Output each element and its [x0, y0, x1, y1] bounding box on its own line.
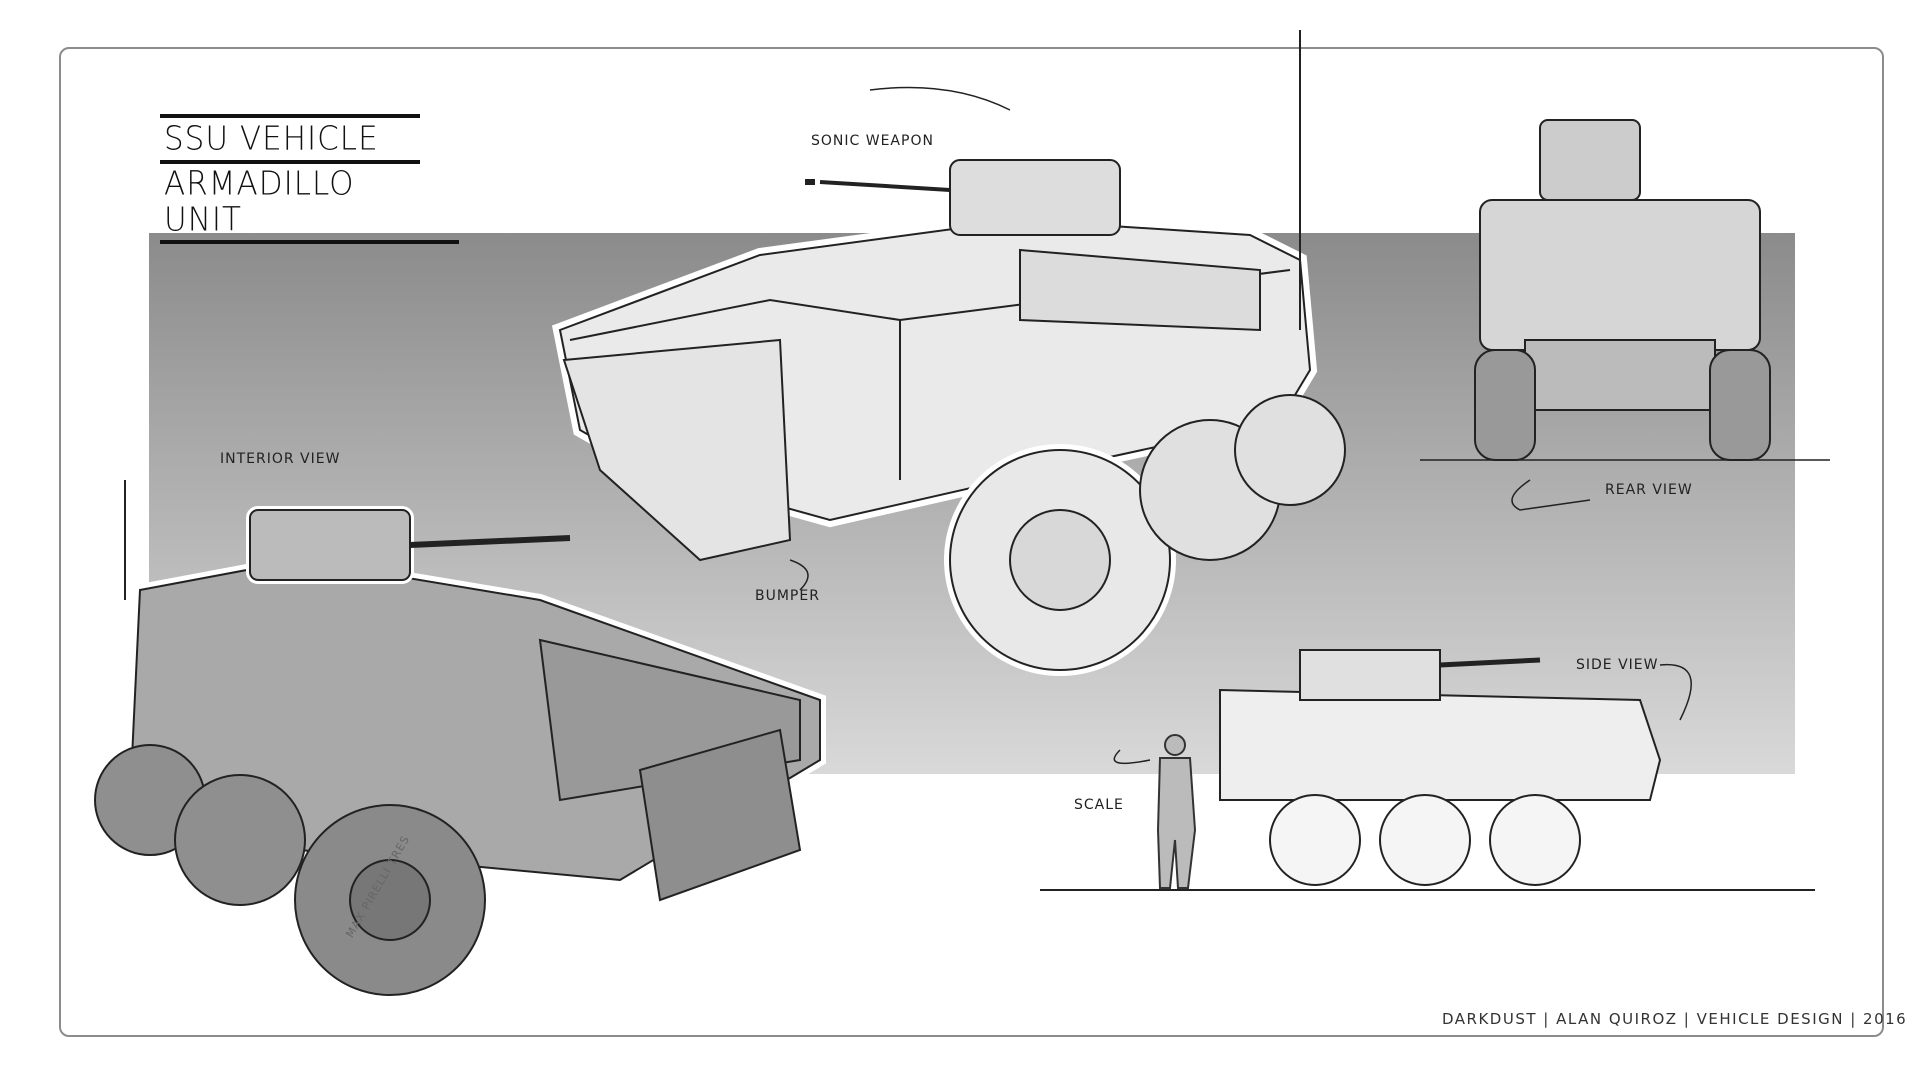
human-scale-figure [1156, 734, 1197, 889]
label-bumper: BUMPER [755, 588, 820, 604]
bumper-callout [789, 559, 809, 591]
title-rule [160, 160, 420, 164]
title-rule [160, 114, 420, 118]
interior-vehicle-sketch [94, 480, 826, 996]
rear-view-sketch [1420, 119, 1830, 511]
side-view-sketch [1040, 649, 1815, 891]
label-rear-view: REAR VIEW [1605, 482, 1693, 498]
sheet-title: SSU VEHICLE ARMADILLO UNIT [160, 110, 459, 248]
title-line-2: ARMADILLO UNIT [164, 165, 355, 239]
artist-credit: DARKDUST | ALAN QUIROZ | VEHICLE DESIGN … [1442, 1010, 1908, 1028]
label-interior-view: INTERIOR VIEW [220, 451, 341, 467]
label-sonic-weapon: SONIC WEAPON [811, 133, 934, 149]
main-vehicle-sketch [551, 30, 1346, 676]
title-rule [160, 240, 459, 244]
label-scale: SCALE [1074, 797, 1124, 813]
title-line-1: SSU VEHICLE [164, 120, 379, 158]
label-side-view: SIDE VIEW [1576, 657, 1659, 673]
sheet-frame [59, 47, 1884, 1037]
